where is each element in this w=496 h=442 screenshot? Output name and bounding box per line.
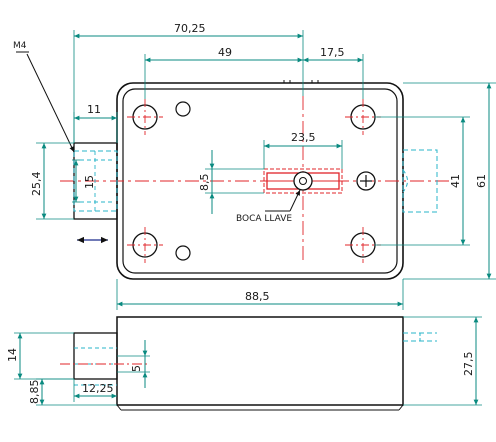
thread-label: M4 (13, 41, 27, 51)
dimension-side-bolt-offset: 8,85 (28, 378, 117, 406)
mounting-hole-top-left (127, 99, 163, 135)
dimension-keyhole-width-label: 23,5 (291, 131, 316, 144)
dimension-body-width: 88,5 (116, 279, 404, 310)
thread-callout: M4 (13, 41, 75, 153)
dimension-bolt-inner-label: 15 (83, 175, 96, 189)
dimension-right-offset: 17,5 (303, 46, 364, 99)
dimension-hole-spacing-vertical: 41 (375, 116, 470, 246)
keyhole (263, 168, 343, 194)
dimension-body-width-label: 88,5 (245, 290, 270, 303)
bolt-side-view (73, 332, 118, 386)
dimension-body-height: 61 (403, 82, 496, 280)
dimension-hole-spacing-top-label: 49 (218, 46, 232, 59)
dimension-keyhole-height: 8,5 (198, 150, 264, 214)
dimension-bolt-height: 25,4 (30, 142, 74, 220)
dimension-bolt-inner: 15 (72, 159, 96, 203)
screw-head (356, 171, 376, 191)
hidden-bolt-side-right (403, 332, 437, 342)
dimension-side-bolt-height-label: 14 (6, 348, 19, 362)
small-hole-top (175, 101, 191, 117)
dimension-overall-offset: 70,25 (73, 22, 304, 143)
dimension-hole-spacing-vertical-label: 41 (449, 174, 462, 188)
dimension-side-bolt-depth: 12,25 (73, 379, 117, 402)
dimension-keyhole-width: 23,5 (263, 131, 343, 169)
small-hole-bottom (175, 245, 191, 261)
dimension-side-small-label: 5 (130, 365, 143, 372)
dimension-bolt-height-label: 25,4 (30, 172, 43, 197)
lock-body-side-view (116, 316, 404, 411)
mounting-hole-bottom-left (127, 227, 163, 263)
dimension-side-small: 5 (117, 340, 150, 388)
hidden-bolt-right (402, 149, 438, 213)
keyhole-label: BOCA LLAVE (236, 214, 292, 224)
dimension-right-offset-label: 17,5 (320, 46, 345, 59)
keyhole-callout: BOCA LLAVE (236, 189, 301, 224)
dimension-keyhole-height-label: 8,5 (198, 174, 211, 192)
dimension-side-bolt-height: 14 (6, 332, 74, 380)
dimension-side-body-height: 27,5 (403, 316, 482, 406)
dimension-bolt-length-label: 11 (87, 103, 101, 116)
lock-body-top-view (116, 80, 404, 280)
dimension-overall-offset-label: 70,25 (174, 22, 206, 35)
dimension-side-bolt-offset-label: 8,85 (28, 380, 41, 405)
dimension-bolt-length: 11 (73, 103, 118, 143)
dimension-side-bolt-depth-label: 12,25 (82, 382, 114, 395)
dimension-hole-spacing-top: 49 (144, 46, 303, 99)
dimension-body-height-label: 61 (475, 174, 488, 188)
dimension-side-body-height-label: 27,5 (462, 352, 475, 377)
